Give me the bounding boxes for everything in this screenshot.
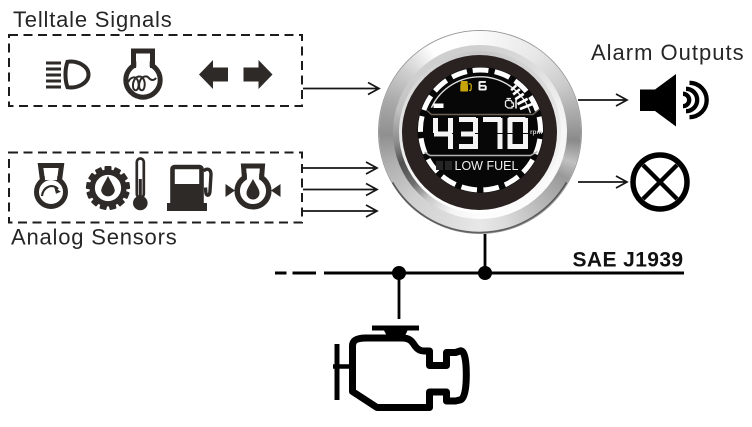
svg-text:SAE J1939: SAE J1939: [573, 249, 684, 272]
svg-text:Alarm Outputs: Alarm Outputs: [591, 40, 745, 65]
svg-text:Analog Sensors: Analog Sensors: [11, 225, 178, 250]
svg-text:Telltale Signals: Telltale Signals: [13, 7, 173, 32]
svg-text:rpm: rpm: [530, 129, 543, 136]
svg-text:LOW FUEL: LOW FUEL: [455, 159, 519, 173]
